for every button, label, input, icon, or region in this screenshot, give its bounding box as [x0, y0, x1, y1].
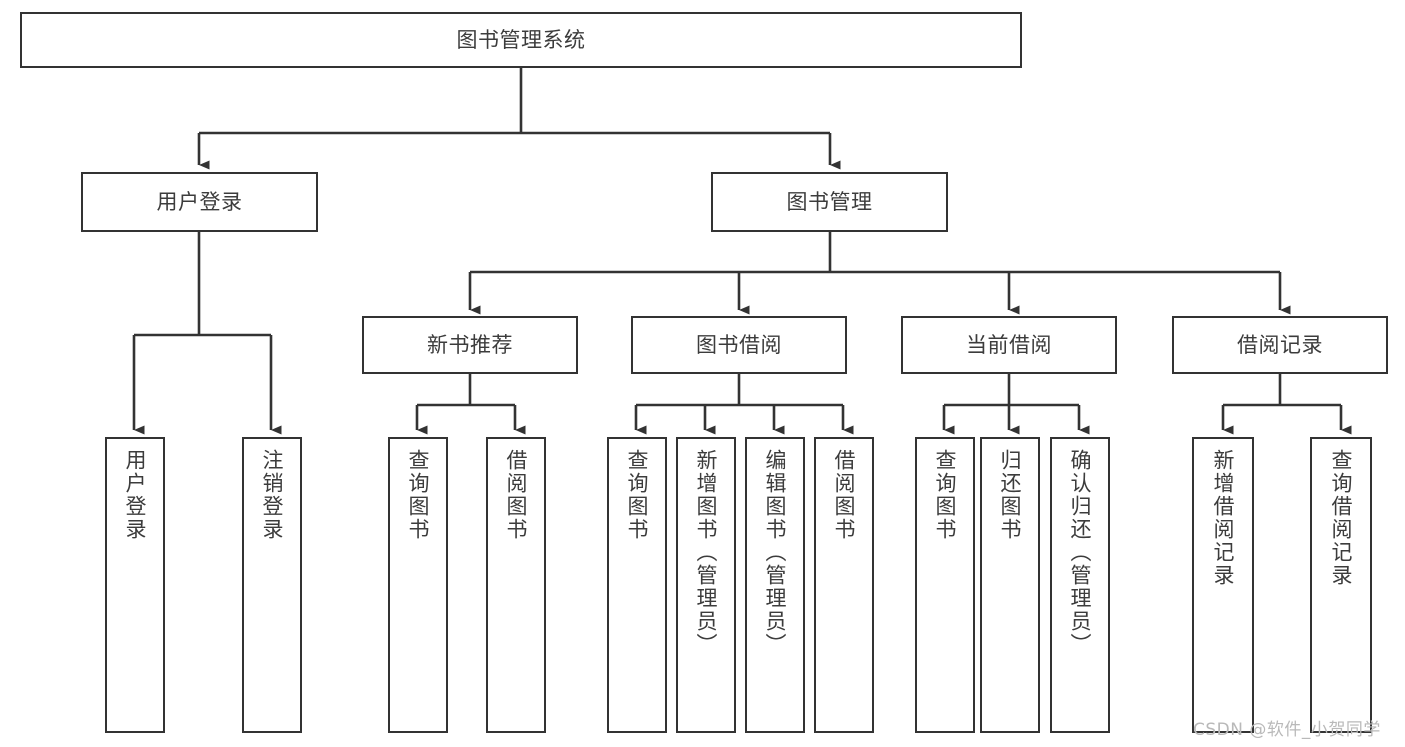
- leaf-new-book-1[interactable]: 查询图书: [388, 437, 448, 733]
- leaf-current-borrow-1-label: 查询图书: [933, 449, 958, 541]
- leaf-borrow-record-2-label: 查询借阅记录: [1329, 449, 1354, 587]
- leaf-user-login-2[interactable]: 注销登录: [242, 437, 302, 733]
- node-new-book-recommend[interactable]: 新书推荐: [362, 316, 578, 374]
- leaf-borrow-record-2[interactable]: 查询借阅记录: [1310, 437, 1372, 733]
- node-book-management[interactable]: 图书管理: [711, 172, 948, 232]
- node-user-login[interactable]: 用户登录: [81, 172, 318, 232]
- node-current-borrow-label: 当前借阅: [966, 332, 1052, 357]
- leaf-book-borrow-3-label: 编辑图书（管理员）: [763, 449, 788, 656]
- node-root[interactable]: 图书管理系统: [20, 12, 1022, 68]
- leaf-current-borrow-2-label: 归还图书: [998, 449, 1023, 541]
- node-root-label: 图书管理系统: [456, 27, 586, 52]
- leaf-book-borrow-4[interactable]: 借阅图书: [814, 437, 874, 733]
- node-borrow-record-label: 借阅记录: [1237, 332, 1323, 357]
- leaf-current-borrow-1[interactable]: 查询图书: [915, 437, 975, 733]
- leaf-user-login-1[interactable]: 用户登录: [105, 437, 165, 733]
- node-user-login-label: 用户登录: [156, 189, 243, 214]
- leaf-borrow-record-1[interactable]: 新增借阅记录: [1192, 437, 1254, 733]
- leaf-book-borrow-1[interactable]: 查询图书: [607, 437, 667, 733]
- leaf-book-borrow-2[interactable]: 新增图书（管理员）: [676, 437, 736, 733]
- node-new-book-recommend-label: 新书推荐: [427, 332, 513, 357]
- leaf-current-borrow-3-label: 确认归还（管理员）: [1068, 449, 1093, 656]
- leaf-new-book-2-label: 借阅图书: [504, 449, 529, 541]
- leaf-new-book-1-label: 查询图书: [406, 449, 431, 541]
- leaf-current-borrow-3[interactable]: 确认归还（管理员）: [1050, 437, 1110, 733]
- node-borrow-record[interactable]: 借阅记录: [1172, 316, 1388, 374]
- leaf-user-login-1-label: 用户登录: [123, 449, 148, 541]
- node-book-borrow[interactable]: 图书借阅: [631, 316, 847, 374]
- node-book-management-label: 图书管理: [786, 189, 873, 214]
- node-current-borrow[interactable]: 当前借阅: [901, 316, 1117, 374]
- leaf-book-borrow-4-label: 借阅图书: [832, 449, 857, 541]
- leaf-book-borrow-3[interactable]: 编辑图书（管理员）: [745, 437, 805, 733]
- leaf-current-borrow-2[interactable]: 归还图书: [980, 437, 1040, 733]
- leaf-book-borrow-2-label: 新增图书（管理员）: [694, 449, 719, 656]
- leaf-new-book-2[interactable]: 借阅图书: [486, 437, 546, 733]
- node-book-borrow-label: 图书借阅: [696, 332, 782, 357]
- leaf-borrow-record-1-label: 新增借阅记录: [1211, 449, 1236, 587]
- leaf-user-login-2-label: 注销登录: [260, 449, 285, 541]
- leaf-book-borrow-1-label: 查询图书: [625, 449, 650, 541]
